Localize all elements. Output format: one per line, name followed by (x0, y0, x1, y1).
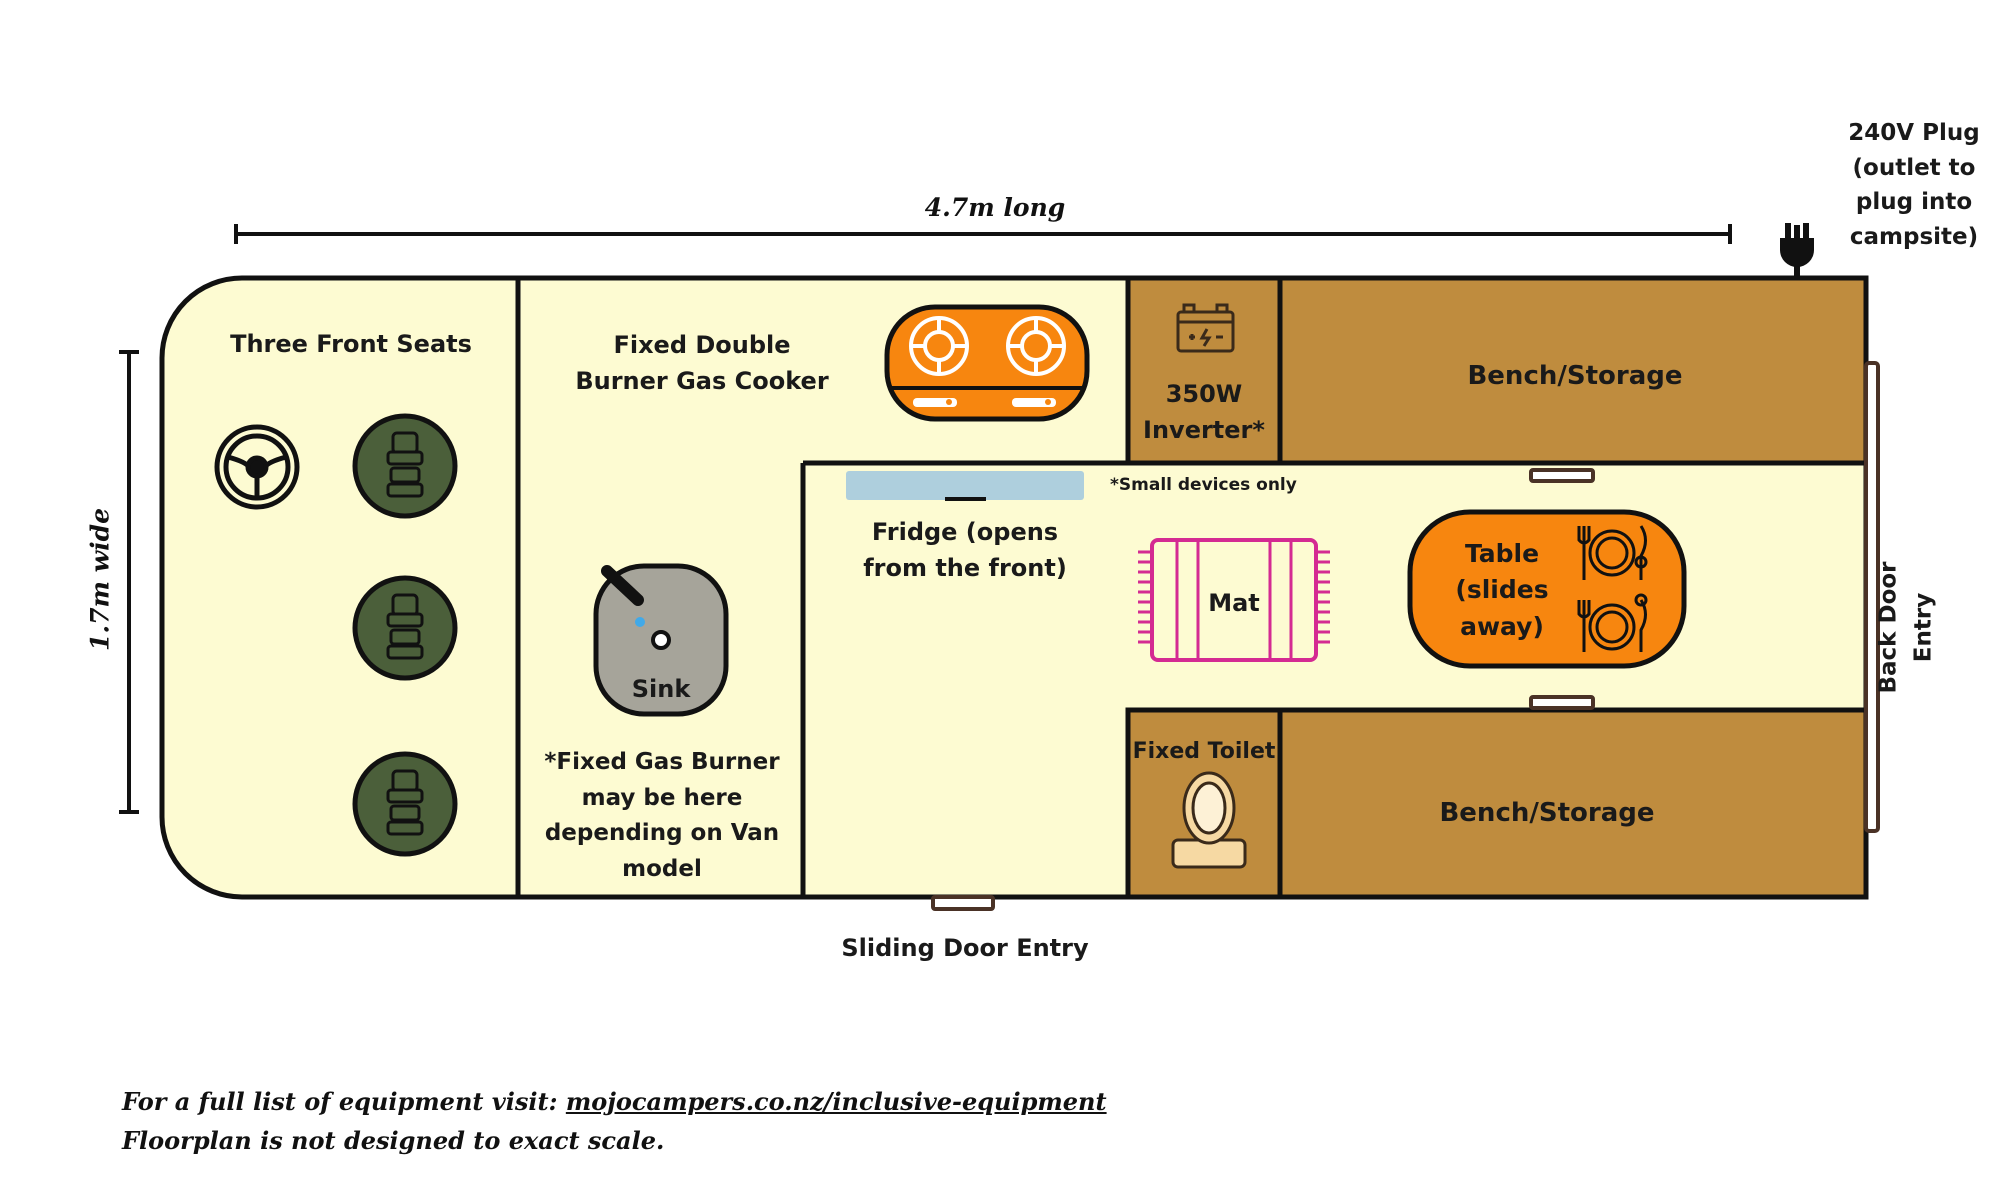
seat-icon (352, 751, 458, 857)
plate-fork-knife-icon (1577, 525, 1648, 652)
plug-label: 240V Plug (outlet to plug into campsite) (1848, 120, 1980, 250)
seat-icon (352, 413, 458, 519)
steering-wheel-icon (214, 424, 300, 510)
toilet-icon (1171, 771, 1247, 869)
sink-label: Sink (631, 675, 691, 703)
fridge-label: Fridge (opens from the front) (863, 518, 1067, 582)
back-door-label: Back Door Entry (1875, 561, 1937, 694)
equipment-link[interactable]: mojocampers.co.nz/inclusive-equipment (565, 1087, 1107, 1116)
sliding-door-label: Sliding Door Entry (841, 934, 1089, 962)
interior-walls (515, 278, 1866, 897)
sliding-door[interactable] (931, 895, 995, 911)
width-dimension-line (119, 350, 139, 814)
length-dimension-line (234, 224, 1732, 244)
toilet-label: Fixed Toilet (1132, 739, 1276, 764)
seat-icon (352, 575, 458, 681)
bench-storage-bottom (1277, 707, 1869, 900)
equipment-note: For a full list of equipment visit: mojo… (122, 1087, 1322, 1116)
small-devices-label: *Small devices only (1110, 475, 1297, 495)
inverter-label: 350W Inverter* (1143, 380, 1265, 444)
bench-top-handle[interactable] (1529, 468, 1595, 483)
cooker-label: Fixed Double Burner Gas Cooker (575, 331, 829, 395)
battery-icon (1176, 303, 1235, 353)
bench-bottom-handle[interactable] (1529, 695, 1595, 710)
mat-icon (1138, 538, 1330, 662)
gas-burner-note: *Fixed Gas Burner may be here depending … (544, 749, 780, 882)
plug-icon (1780, 223, 1814, 278)
length-label: 4.7m long (924, 193, 1066, 222)
front-seats-label: Three Front Seats (230, 330, 472, 358)
gas-cooker-icon (884, 304, 1090, 422)
fridge[interactable] (846, 471, 1084, 500)
sink-icon[interactable] (593, 563, 729, 717)
width-label: 1.7m wide (85, 507, 115, 652)
back-door[interactable] (1864, 361, 1880, 833)
bench-bottom-label: Bench/Storage (1439, 798, 1655, 828)
table-icon[interactable] (1407, 509, 1687, 669)
mat-label: Mat (1208, 589, 1260, 617)
scale-note: Floorplan is not designed to exact scale… (122, 1126, 665, 1155)
table-label: Table (slides away) (1455, 539, 1549, 641)
equipment-note-prefix: For a full list of equipment visit: (122, 1087, 566, 1116)
bench-top-label: Bench/Storage (1467, 361, 1683, 391)
